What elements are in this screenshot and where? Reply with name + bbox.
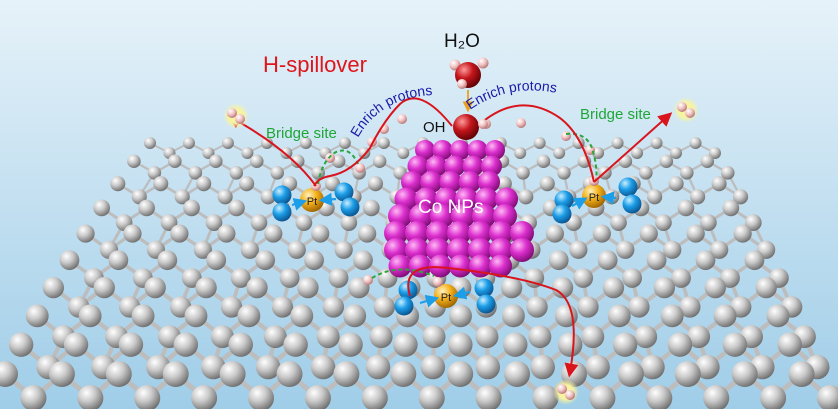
pt-label-bottom: Pt [441,292,451,304]
nanoparticle-label: Co NPs [418,197,483,218]
pt-label-left: Pt [307,196,317,208]
h2-molecule-icon [673,97,699,123]
cobalt-nanoparticle-icon [384,140,534,278]
neighbor-atoms [272,177,642,316]
hydroxide-icon [453,114,488,140]
platinum-atom-left: Pt [300,188,324,212]
charge-transfer-arrows [291,191,617,308]
h2-molecule-icon [223,103,249,129]
diagram-title: H-spillover [263,52,367,77]
h2-molecule-icon [553,379,579,405]
bridge-site-left-label: Bridge site [266,125,337,142]
bridge-site-right-label: Bridge site [580,106,651,123]
platinum-atom-right: Pt [582,184,606,208]
graphene-sheet-icon [0,137,838,409]
water-label: H₂O [444,31,480,52]
water-molecule-icon [449,57,489,89]
pt-label-right: Pt [589,192,599,204]
platinum-atom-bottom: Pt [434,284,458,308]
hydroxide-label: OH [423,119,446,136]
